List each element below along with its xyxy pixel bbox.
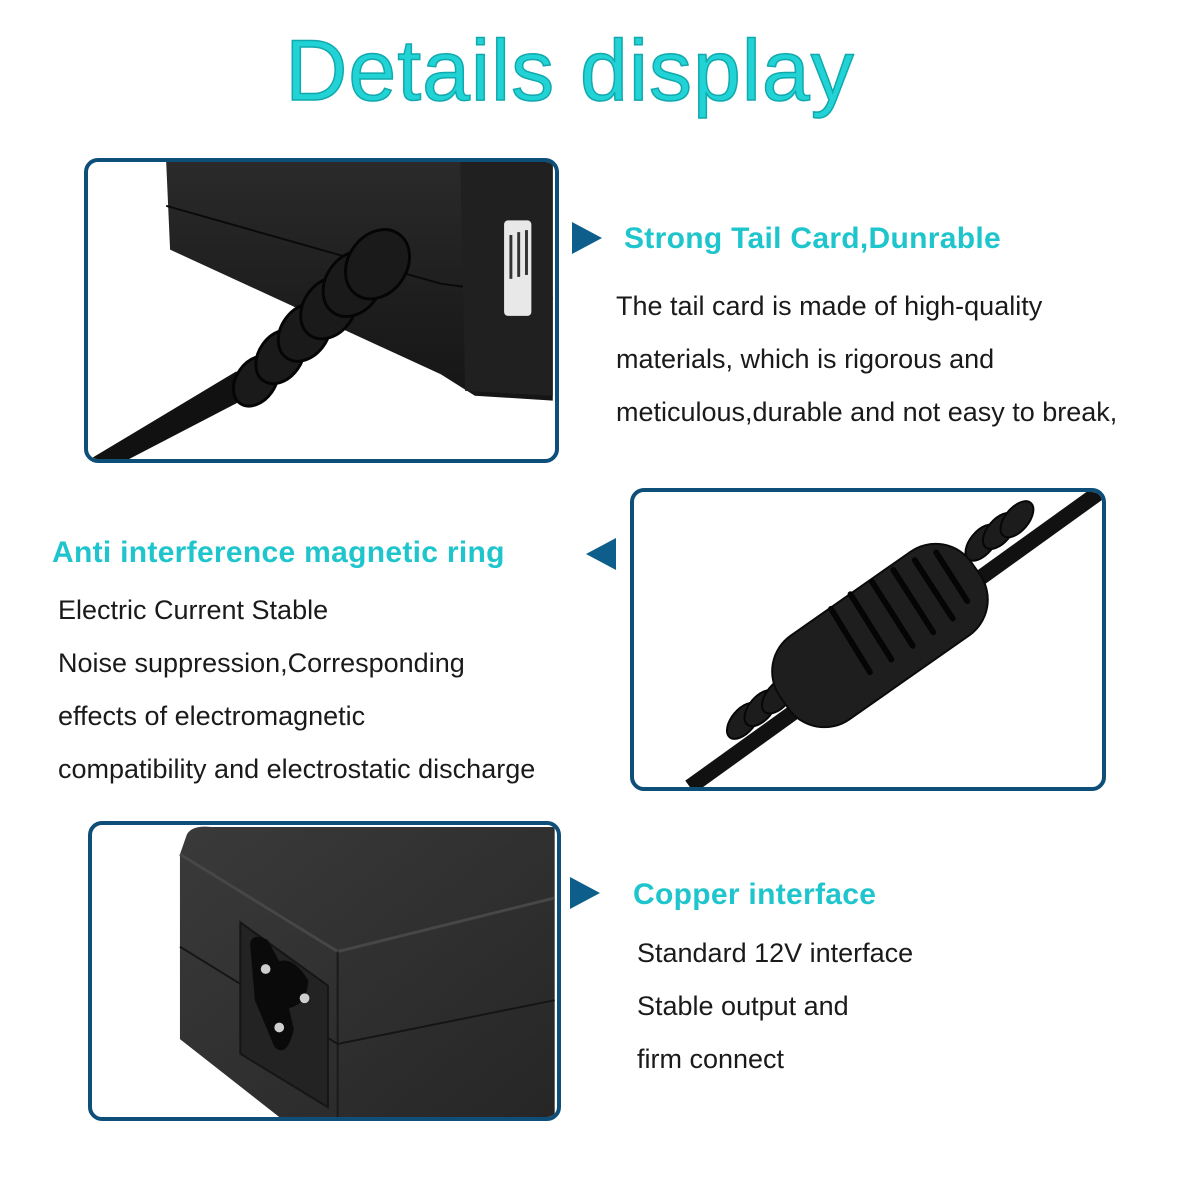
product-image-tail-card [84, 158, 559, 463]
arrow-right-icon [570, 877, 600, 909]
description-line: Electric Current Stable [58, 595, 329, 625]
adapter-c6-socket-icon [179, 826, 556, 1117]
feature-description-copper-interface: Standard 12V interface Stable output and… [637, 927, 913, 1086]
arrow-left-icon [586, 538, 616, 570]
description-line: materials, which is rigorous and [616, 344, 995, 374]
feature-heading-magnetic-ring: Anti interference magnetic ring [52, 536, 505, 569]
description-line: Stable output and [637, 991, 849, 1021]
description-line: Noise suppression,Corresponding [58, 648, 465, 678]
feature-description-magnetic-ring: Electric Current Stable Noise suppressio… [58, 584, 535, 796]
product-image-copper-interface [88, 821, 561, 1121]
feature-heading-tail-card: Strong Tail Card,Dunrable [624, 222, 1001, 255]
description-line: Standard 12V interface [637, 938, 914, 968]
adapter-tail-strain-relief-icon [90, 162, 553, 459]
description-line: The tail card is made of high-quality [616, 291, 1043, 321]
description-line: compatibility and electrostatic discharg… [58, 754, 536, 784]
feature-description-tail-card: The tail card is made of high-quality ma… [616, 280, 1117, 439]
description-line: effects of electromagnetic [58, 701, 366, 731]
ferrite-magnetic-ring-icon [685, 492, 1102, 787]
arrow-right-icon [572, 222, 602, 254]
description-line: meticulous,durable and not easy to break… [616, 397, 1118, 427]
description-line: firm connect [637, 1044, 785, 1074]
product-image-magnetic-ring [630, 488, 1106, 791]
page-title: Details display [285, 22, 855, 120]
feature-heading-copper-interface: Copper interface [633, 878, 877, 911]
